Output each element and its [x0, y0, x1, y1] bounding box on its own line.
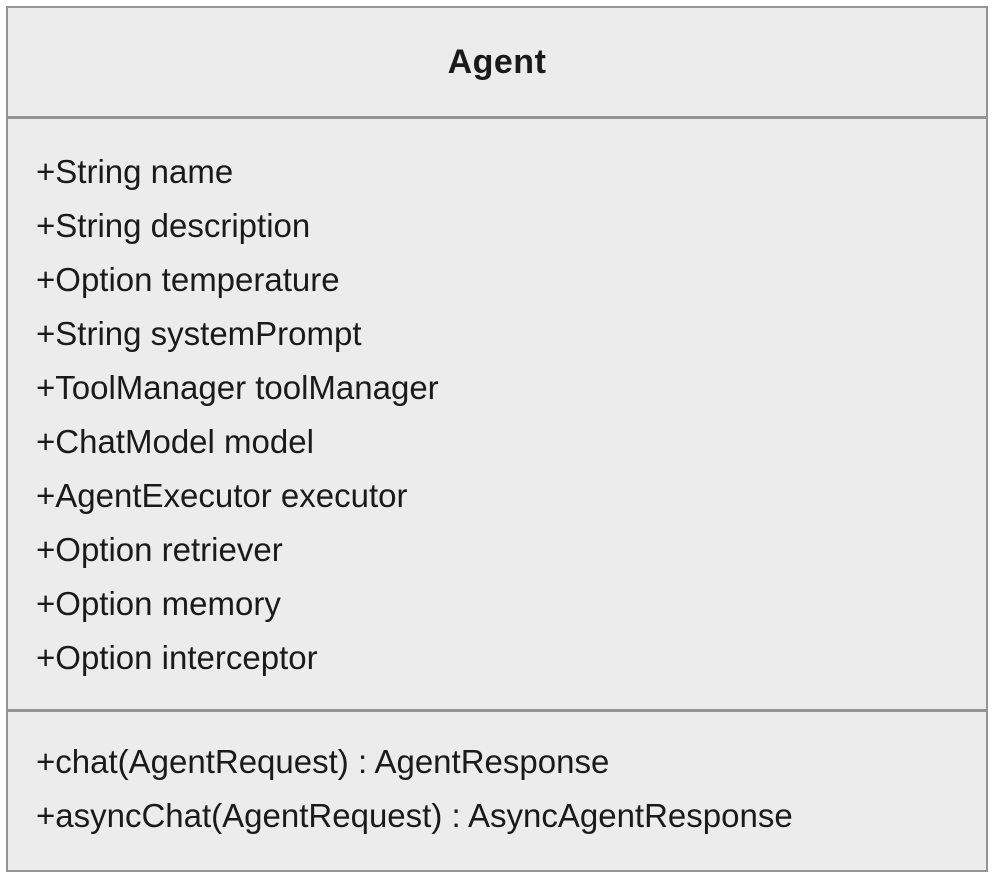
attributes-compartment: +String name +String description +Option… [8, 119, 986, 712]
class-name: Agent [447, 42, 547, 81]
uml-class-box: Agent +String name +String description +… [6, 6, 988, 872]
attribute-row: +String systemPrompt [36, 315, 362, 352]
class-name-compartment: Agent [8, 8, 986, 119]
attribute-row: +ChatModel model [36, 423, 314, 460]
attribute-row: +String description [36, 207, 311, 244]
method-row: +chat(AgentRequest) : AgentResponse [36, 743, 610, 780]
method-row: +asyncChat(AgentRequest) : AsyncAgentRes… [36, 797, 793, 834]
attribute-row: +ToolManager toolManager [36, 369, 439, 406]
methods-compartment: +chat(AgentRequest) : AgentResponse +asy… [8, 712, 986, 870]
attribute-row: +String name [36, 153, 234, 190]
attribute-row: +Option retriever [36, 531, 283, 568]
attribute-row: +Option temperature [36, 261, 340, 298]
attribute-row: +Option memory [36, 585, 281, 622]
attribute-row: +Option interceptor [36, 639, 318, 676]
attribute-row: +AgentExecutor executor [36, 477, 408, 514]
